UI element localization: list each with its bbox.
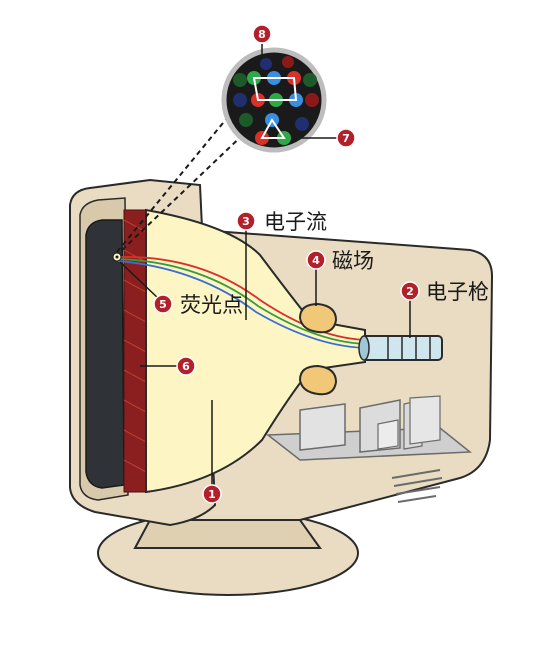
marker-leader-lines <box>119 44 411 486</box>
phosphor-focus-point <box>112 252 122 262</box>
marker-4: 4 <box>306 250 326 270</box>
internal-circuit-boards <box>265 395 473 461</box>
marker-6: 6 <box>176 356 196 376</box>
svg-text:8: 8 <box>258 28 266 41</box>
marker-1: 1 <box>202 484 222 504</box>
marker-8: 8 <box>252 24 272 44</box>
label-phosphor-dot: 荧光点 <box>180 293 243 317</box>
svg-text:4: 4 <box>312 254 320 267</box>
marker-5: 5 <box>153 294 173 314</box>
marker-7: 7 <box>336 128 356 148</box>
phosphor-layer <box>123 209 147 493</box>
svg-text:6: 6 <box>182 360 190 373</box>
electron-streams <box>117 256 371 349</box>
magnetic-coils <box>298 302 338 396</box>
svg-text:5: 5 <box>159 298 167 311</box>
monitor-stand <box>97 510 359 596</box>
marker-2: 2 <box>400 281 420 301</box>
zoom-callout-lines <box>116 111 251 253</box>
label-electron-gun: 电子枪 <box>426 280 489 304</box>
phosphor-dots-magnifier <box>221 47 327 153</box>
label-electron-stream: 电子流 <box>264 210 327 234</box>
electron-gun <box>358 335 443 361</box>
label-magnetic-field: 磁场 <box>332 249 374 273</box>
marker-3: 3 <box>236 211 256 231</box>
svg-text:1: 1 <box>208 488 216 501</box>
svg-text:7: 7 <box>342 132 350 145</box>
svg-text:3: 3 <box>242 215 250 228</box>
svg-text:2: 2 <box>406 285 414 298</box>
